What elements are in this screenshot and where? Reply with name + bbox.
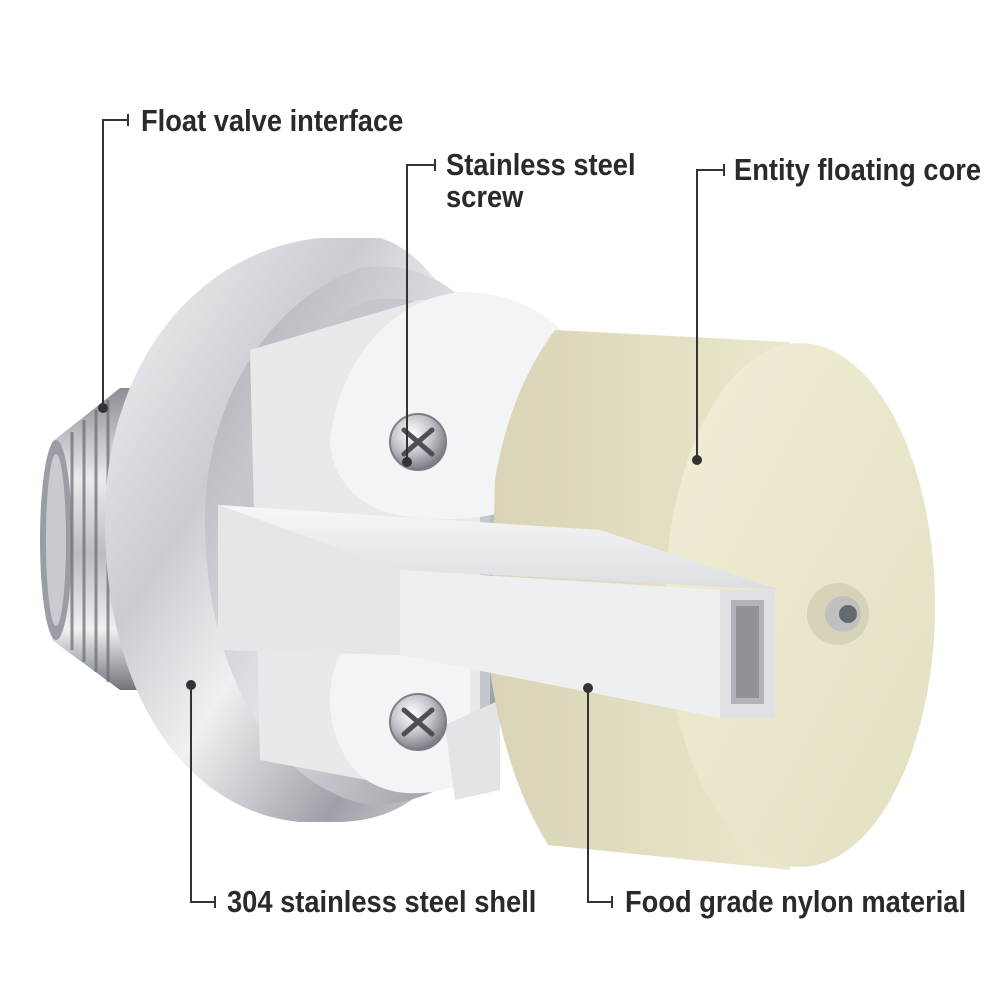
square-shaft: [218, 505, 780, 718]
leader-entity-floating-core: [692, 164, 725, 465]
label-stainless-steel-screw-line2: screw: [446, 179, 524, 214]
lower-screw: [389, 693, 447, 751]
label-food-grade-nylon: Food grade nylon material: [625, 884, 967, 919]
label-stainless-steel-screw-line1: Stainless steel: [446, 147, 636, 182]
upper-screw: [389, 413, 447, 471]
leader-float-valve-interface: [98, 114, 129, 413]
label-float-valve-interface: Float valve interface: [141, 103, 404, 138]
label-stainless-steel-shell: 304 stainless steel shell: [227, 884, 537, 919]
leader-lines: [98, 114, 725, 908]
leader-stainless-steel-screw: [402, 159, 436, 467]
leader-food-grade-nylon: [583, 683, 613, 908]
leader-stainless-steel-shell: [186, 680, 216, 908]
label-entity-floating-core: Entity floating core: [734, 152, 982, 187]
